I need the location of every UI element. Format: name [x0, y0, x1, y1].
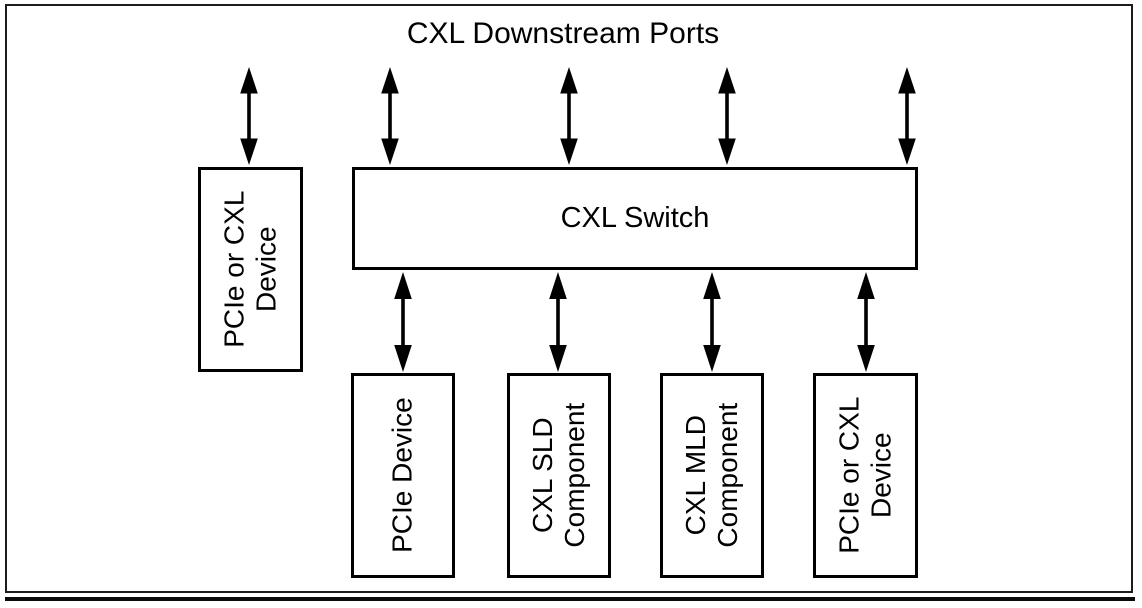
double-arrow-top-port-4-icon — [897, 67, 917, 165]
box-label: PCIe or CXL Device — [833, 396, 897, 555]
box-label: CXL SLD Component — [526, 403, 591, 548]
double-arrow-bottom-port-1-icon — [393, 272, 413, 372]
box-pcie-device: PCIe Device — [351, 373, 455, 578]
box-pcie-or-cxl-device-right: PCIe or CXL Device — [813, 373, 918, 578]
diagram-title: CXL Downstream Ports — [406, 17, 720, 50]
double-arrow-top-port-3-icon — [717, 67, 737, 165]
box-label: CXL Switch — [560, 202, 710, 234]
box-label: PCIe Device — [386, 397, 418, 554]
double-arrow-bottom-port-2-icon — [548, 272, 568, 372]
box-cxl-mld-component: CXL MLD Component — [660, 373, 764, 578]
box-cxl-switch: CXL Switch — [352, 167, 918, 270]
double-arrow-top-port-1-icon — [380, 67, 400, 165]
box-label: CXL MLD Component — [679, 403, 744, 548]
bottom-rule — [5, 597, 1135, 601]
double-arrow-bottom-port-4-icon — [856, 272, 876, 372]
box-cxl-sld-component: CXL SLD Component — [507, 373, 611, 578]
box-label: PCIe or CXL Device — [218, 190, 282, 349]
double-arrow-bottom-port-3-icon — [702, 272, 722, 372]
double-arrow-top-port-2-icon — [559, 67, 579, 165]
double-arrow-top-left-device-icon — [239, 67, 259, 165]
box-pcie-or-cxl-device-left: PCIe or CXL Device — [198, 167, 303, 372]
